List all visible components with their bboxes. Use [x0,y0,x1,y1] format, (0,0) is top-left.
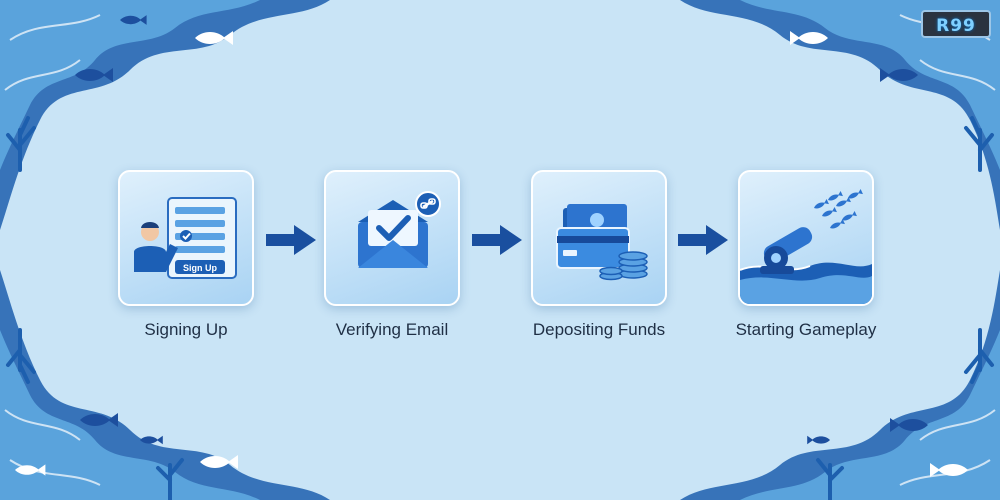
arrow-right-icon [266,225,316,255]
step-verifying-email-card [324,170,460,306]
sign-up-button-text: Sign Up [183,263,217,273]
step-label-signing-up: Signing Up [144,320,228,339]
money-card-coins-icon [556,204,648,281]
brand-logo: R99 [921,10,991,38]
step-depositing-funds-card [531,170,667,306]
step-label-starting-gameplay: Starting Gameplay [735,320,877,339]
step-label-depositing-funds: Depositing Funds [532,320,666,339]
fish-cannon-icon [740,189,872,304]
step-label-verifying-email: Verifying Email [335,320,449,339]
arrow-right-icon [472,225,522,255]
email-verified-icon [358,191,441,268]
step-signing-up-card: Sign Up [118,170,254,306]
step-starting-gameplay-card [738,170,874,306]
arrow-right-icon [678,225,728,255]
sign-up-form-icon: Sign Up [134,197,237,279]
